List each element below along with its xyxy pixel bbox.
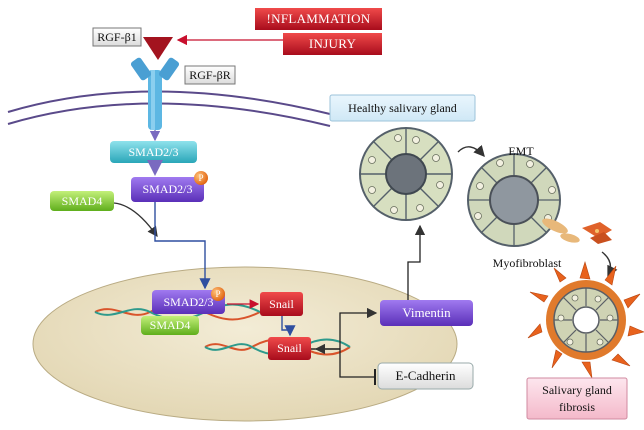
nuclear-smad23-box	[152, 290, 225, 314]
vimentin-label: Vimentin	[402, 305, 451, 320]
stimulus-box-bottom	[283, 33, 382, 55]
ligand-triangle	[143, 37, 173, 60]
ecadherin-label: E-Cadherin	[395, 368, 456, 383]
phospho-badge	[194, 171, 208, 185]
nuclear-smad4-box	[141, 316, 199, 335]
cell-membrane	[7, 90, 331, 127]
vimentin-to-gland-arrow	[407, 224, 426, 300]
smad23-p-box	[131, 177, 204, 202]
nuclear-phospho-label: P	[215, 289, 221, 299]
ligand-label-box	[92, 27, 142, 47]
fibrosis-arrow	[601, 251, 618, 278]
nuclear-smad23-label: SMAD2/3	[163, 294, 214, 309]
fibrosis-label-line1: Salivary gland	[542, 382, 612, 397]
snail-bottom-label: Snail	[277, 341, 302, 355]
vimentin-box	[380, 300, 473, 326]
inflammation-label: !NFLAMMATION	[266, 11, 371, 26]
healthy-label-box	[329, 94, 476, 122]
smad23-label: SMAD2/3	[128, 144, 179, 159]
nuclear-phospho-badge	[211, 287, 225, 301]
smad4-label: SMAD4	[61, 193, 103, 208]
emt-label: EMT	[508, 143, 534, 158]
myofibroblast-label: Myofibroblast	[492, 255, 562, 270]
nuclear-smad4-label: SMAD4	[149, 318, 191, 332]
phospho-label: P	[198, 173, 204, 183]
fibrotic-acinus	[527, 260, 644, 379]
receptor-label-box	[184, 65, 236, 85]
healthy-gland-label: Healthy salivary gland	[348, 100, 457, 115]
snail-top-label: Snail	[269, 296, 294, 311]
smad23-p-label: SMAD2/3	[142, 182, 193, 196]
smad4-join-arrow	[113, 202, 158, 238]
emt-arrow	[457, 144, 485, 158]
snail-top-box	[260, 292, 303, 316]
snail-bottom-box	[268, 337, 311, 360]
fibrosis-label-line2: fibrosis	[559, 399, 595, 414]
myofibroblast-cells	[582, 222, 612, 244]
fibrosis-label-box	[526, 377, 628, 420]
emt-acinus	[467, 153, 580, 247]
receptor-label: RGF-βR	[189, 67, 231, 82]
healthy-acinus	[359, 127, 453, 221]
nuclear-import-arrow	[154, 202, 211, 290]
smad4-box	[50, 191, 114, 211]
snail-translation-arrow	[281, 316, 296, 337]
ligand-label: RGF-β1	[97, 29, 137, 44]
ecadherin-box	[377, 362, 474, 390]
injury-label: INJURY	[308, 36, 357, 51]
stimulus-box-top	[255, 8, 382, 30]
receptor	[130, 57, 180, 130]
smad23-box	[110, 141, 197, 163]
